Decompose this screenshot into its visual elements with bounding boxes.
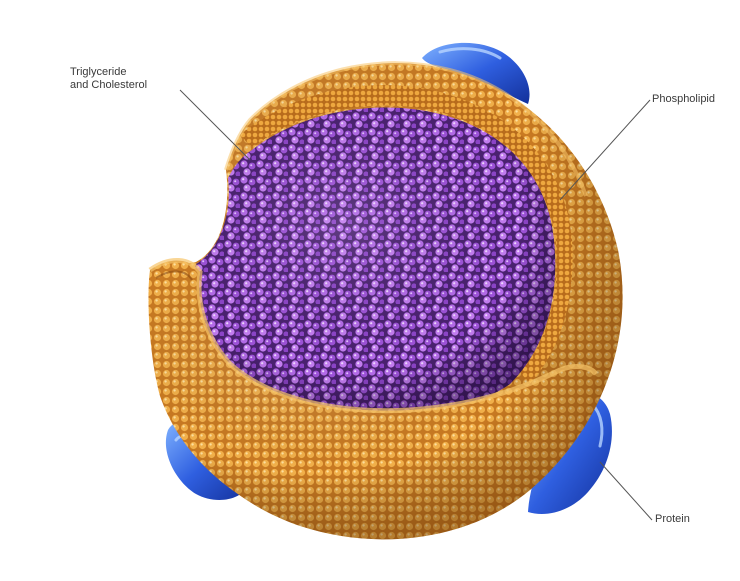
label-phospholipid: Phospholipid — [652, 93, 715, 106]
leader-line-phospholipid — [560, 100, 650, 200]
leader-line-protein — [600, 462, 652, 520]
label-triglyceride-cholesterol: Triglyceride and Cholesterol — [70, 66, 147, 92]
label-protein: Protein — [655, 513, 690, 526]
label-triglyceride-line1: Triglyceride — [70, 66, 147, 79]
leader-line-triglyceride — [180, 90, 250, 160]
label-triglyceride-line2: and Cholesterol — [70, 79, 147, 92]
